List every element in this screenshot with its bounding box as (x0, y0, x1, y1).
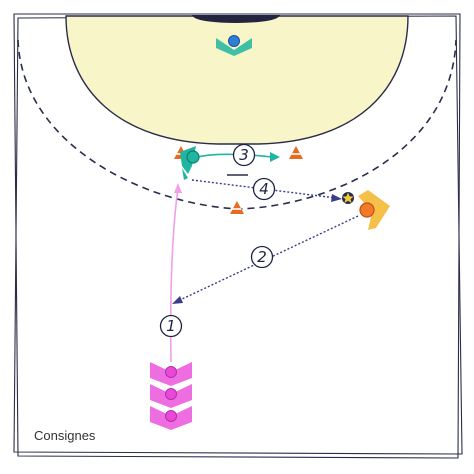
step-4-marker: 4 (252, 177, 276, 201)
step-1-marker: 1 (159, 314, 183, 338)
arrow-icon (197, 152, 280, 162)
player-icon (150, 406, 192, 430)
step-2-label: 2 (257, 248, 267, 266)
player-icon (358, 190, 390, 230)
cone-icon (289, 146, 303, 159)
step-3-label: 3 (239, 146, 249, 164)
player-icon (150, 362, 192, 386)
step-2-marker: 2 (250, 245, 274, 269)
player-icon (180, 146, 200, 180)
ball-icon (342, 192, 354, 204)
defender-icon (216, 35, 252, 56)
cone-icon (230, 201, 244, 214)
step-3-marker: 3 (232, 143, 256, 167)
arrow-icon (172, 215, 359, 304)
step-1-label: 1 (166, 317, 176, 335)
arrow-icon (169, 183, 182, 363)
goal-icon (191, 15, 281, 23)
caption: Consignes (34, 428, 96, 443)
step-4-label: 4 (259, 180, 269, 198)
player-icon (150, 384, 192, 408)
goal-area (65, 15, 409, 145)
